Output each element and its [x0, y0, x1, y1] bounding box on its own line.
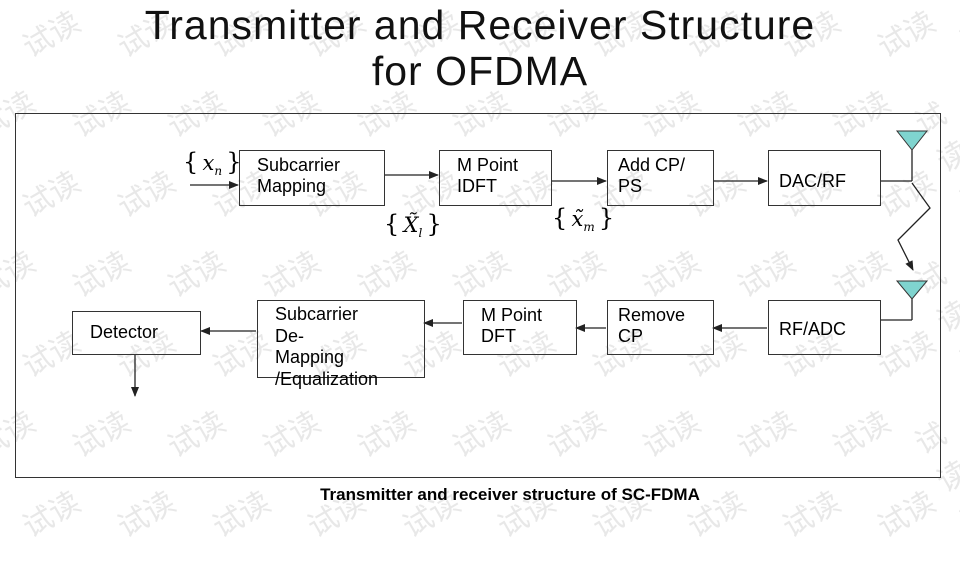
title-line-1: Transmitter and Receiver Structure: [144, 2, 816, 48]
block-label: Subcarrier: [257, 155, 341, 175]
block-label: CP: [618, 326, 644, 346]
block-label: /Equalization: [275, 368, 379, 389]
block-label: Mapping: [275, 347, 345, 367]
signal-symbol: x: [202, 151, 215, 175]
signal-subscript: m: [583, 220, 595, 235]
add-cp-block: Add CP/ PS: [607, 150, 714, 206]
diagram-frame: [15, 113, 941, 478]
diagram-connectors: [131, 130, 931, 397]
block-label: Detector: [90, 322, 159, 342]
subcarrier-mapping-block: Subcarrier Mapping: [239, 150, 385, 206]
figure-caption: Transmitter and receiver structure of SC…: [320, 485, 700, 504]
frequency-signal-label: { X̃l }: [384, 210, 442, 241]
block-label: Remove: [618, 305, 686, 325]
block-label: Add CP/: [618, 155, 686, 175]
block-label: IDFT: [457, 176, 497, 196]
signal-subscript: n: [214, 164, 223, 179]
tx-antenna-icon: [895, 130, 929, 151]
block-label: PS: [618, 176, 643, 196]
signal-subscript: l: [418, 226, 423, 241]
idft-block: M Point IDFT: [439, 150, 552, 206]
radio-link-arrow: [897, 182, 931, 271]
block-label: DAC/RF: [779, 171, 846, 191]
block-label: M Point: [457, 155, 519, 175]
rf-adc-block: RF/ADC: [768, 300, 881, 355]
signal-symbol: X̃: [403, 213, 419, 237]
dft-block: M Point DFT: [463, 300, 577, 355]
input-signal-label: { xn }: [183, 148, 242, 179]
block-label: Subcarrier: [275, 304, 359, 324]
time-signal-label: { x̃m }: [552, 204, 615, 235]
block-label: M Point: [481, 305, 543, 325]
rx-antenna-icon: [895, 280, 929, 300]
block-label: RF/ADC: [779, 319, 846, 339]
page-title: Transmitter and Receiver Structure for O…: [0, 2, 960, 94]
block-label: DFT: [481, 326, 516, 346]
title-line-2: for OFDMA: [371, 48, 589, 94]
remove-cp-block: Remove CP: [607, 300, 714, 355]
block-label: Mapping: [257, 176, 327, 196]
detector-block: Detector: [72, 311, 201, 355]
signal-symbol: x̃: [571, 207, 584, 231]
demapping-equalization-block: Subcarrier De- Mapping /Equalization: [257, 300, 425, 389]
block-label: De-: [275, 325, 305, 346]
dac-rf-block: DAC/RF: [768, 150, 881, 206]
